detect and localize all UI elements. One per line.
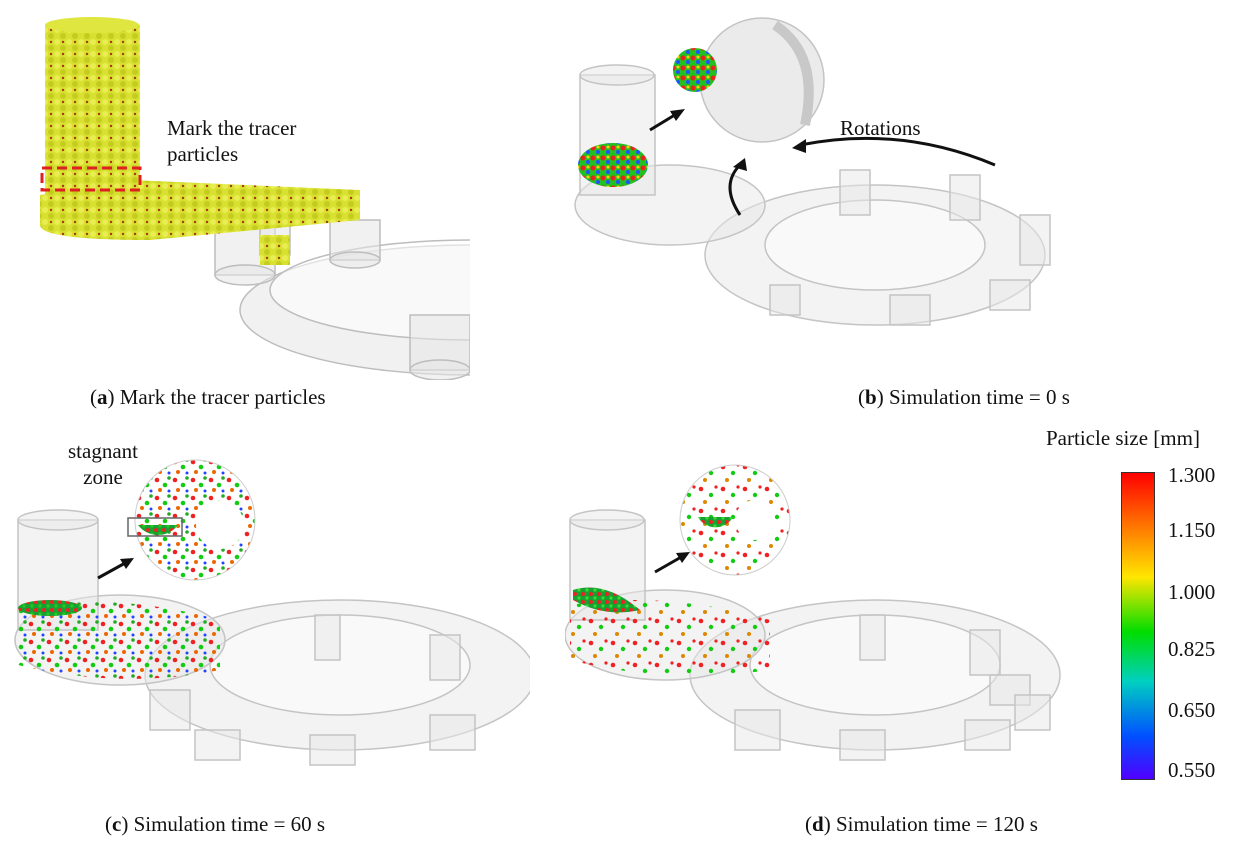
- particle-bed-c: [18, 602, 220, 679]
- panel-d: [565, 440, 1065, 780]
- particle-bed-d: [570, 600, 770, 676]
- inset-view-c: [127, 459, 256, 581]
- arrow-c-head: [120, 558, 134, 569]
- caption-b: (b) Simulation time = 0 s: [858, 385, 1070, 409]
- caption-d-text: Simulation time = 120 s: [835, 812, 1038, 836]
- caption-c-letter: c: [112, 812, 122, 836]
- tracer-annotation-line2: particles: [167, 142, 239, 166]
- caption-b-letter: b: [865, 385, 877, 409]
- tracer-annotation-line1: Mark the tracer: [167, 116, 297, 140]
- panel-b-illustration: [574, 17, 1051, 326]
- panel-d-illustration: [565, 464, 1061, 761]
- panel-c: stagnant zone: [10, 438, 530, 780]
- stagnant-zone-line2: zone: [83, 465, 123, 489]
- inset-view-b: [673, 17, 825, 143]
- panel-c-illustration: [14, 459, 530, 766]
- top-layer-c: [18, 600, 82, 616]
- ring-machine: [214, 214, 470, 380]
- inset-view-d: [679, 464, 791, 576]
- tracer-marker-box: [40, 166, 142, 192]
- colorbar-tick-5: 0.650: [1168, 698, 1216, 722]
- top-layer-d: [573, 587, 640, 613]
- rotations-label: Rotations: [840, 116, 921, 140]
- colorbar-tick-4: 0.825: [1168, 637, 1216, 661]
- caption-c: (c) Simulation time = 60 s: [105, 812, 326, 836]
- arrow-d: [654, 554, 684, 574]
- caption-d: (d) Simulation time = 120 s: [805, 812, 1038, 836]
- stagnant-zone-line1: stagnant: [68, 439, 138, 463]
- legend-title: Particle size [mm]: [1046, 426, 1200, 450]
- caption-d-letter: d: [812, 812, 824, 836]
- panel-a-illustration: [40, 17, 470, 380]
- colorbar: [1121, 472, 1155, 780]
- colorbar-tick-6: 0.550: [1168, 758, 1216, 782]
- caption-a-letter: a: [97, 385, 108, 409]
- colorbar-tick-1: 1.300: [1168, 463, 1216, 487]
- stagnant-zone-label: stagnant zone: [48, 438, 158, 490]
- tracer-annotation: Mark the tracer particles: [167, 115, 296, 167]
- arrow-heads-b: [670, 109, 806, 171]
- arrow-c: [97, 560, 128, 580]
- ring-machine-b: [574, 64, 1051, 326]
- panel-b: Rotations: [570, 15, 1070, 350]
- particle-batch-b: [578, 143, 648, 187]
- colorbar-tick-2: 1.150: [1168, 518, 1216, 542]
- caption-c-text: Simulation time = 60 s: [133, 812, 326, 836]
- caption-a: (a) Mark the tracer particles: [90, 385, 326, 409]
- colorbar-tick-3: 1.000: [1168, 580, 1216, 604]
- stagnant-zone-box: [127, 517, 183, 537]
- panel-a: Mark the tracer particles: [30, 15, 470, 380]
- caption-b-text: Simulation time = 0 s: [888, 385, 1070, 409]
- arrow-d-head: [676, 552, 690, 563]
- caption-a-text: Mark the tracer particles: [119, 385, 326, 409]
